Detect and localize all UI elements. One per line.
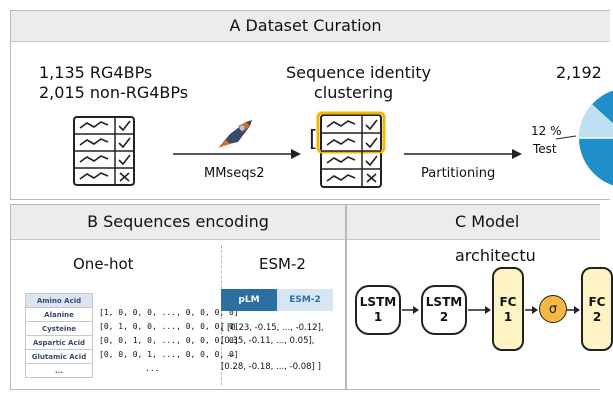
onehot-vectors: [1, 0, 0, 0, ..., 0, 0, 0, 0] [0, 1, 0, … <box>99 306 239 376</box>
table-row: Cysteine <box>25 321 93 336</box>
onehot-title: One-hot <box>73 255 134 273</box>
svg-text:[: [ <box>309 127 318 152</box>
encoding-divider <box>221 245 222 385</box>
block-label: FC <box>588 295 606 309</box>
block-label: LSTM <box>359 295 397 309</box>
embedding-line: [ [0.23, -0.15, ..., -0.12], <box>221 323 324 333</box>
panel-model-architecture: C Model architectu LSTM 1 LSTM 2 FC 1 σ … <box>346 204 613 390</box>
embedding-line: [0.35, -0.11, ..., 0.05], <box>221 336 315 346</box>
vector-line: [0, 1, 0, 0, ..., 0, 0, 0, 0] <box>99 322 239 331</box>
sigma-activation: σ <box>539 295 567 323</box>
embedding-line: [0.28, -0.18, ..., -0.08] ] <box>221 362 321 372</box>
arrow-sigma-fc2 <box>567 306 580 314</box>
lstm-2-block: LSTM 2 <box>421 285 467 335</box>
arrow-fc1-sigma <box>525 306 538 314</box>
esm-title: ESM-2 <box>259 255 306 273</box>
table-row: Alanine <box>25 307 93 322</box>
clustering-label-1: Sequence identity <box>286 63 432 82</box>
block-label: LSTM <box>425 295 463 309</box>
table-cell: Cysteine <box>25 321 93 336</box>
table-cell: Glutamic Acid <box>25 349 93 364</box>
rg4bp-count: 1,135 RG4BPs <box>39 63 153 82</box>
table-cell: Alanine <box>25 307 93 322</box>
clustering-label-2: clustering <box>314 83 394 102</box>
embedding-line: ... <box>227 349 236 359</box>
lstm-1-block: LSTM 1 <box>355 285 401 335</box>
panel-a-title: A Dataset Curation <box>11 11 610 42</box>
table-cell: ... <box>25 363 93 378</box>
partitioning-label: Partitioning <box>421 166 496 181</box>
panel-sequences-encoding: B Sequences encoding One-hot ESM-2 Amino… <box>10 204 346 390</box>
block-label: FC <box>499 295 517 309</box>
arrow-partitioning <box>404 149 522 159</box>
checklist-icon <box>73 116 135 186</box>
arrow-mmseqs <box>173 149 301 159</box>
panel-c-title: C Model architectu <box>347 205 600 265</box>
mmseqs-label: MMseqs2 <box>204 166 265 181</box>
pie-chart-icon <box>578 90 613 186</box>
test-percent: 12 % <box>531 124 562 138</box>
fc-2-block: FC 2 <box>581 267 613 351</box>
vector-line: ... <box>145 364 160 373</box>
vector-line: [0, 0, 1, 0, ..., 0, 0, 0, 0] <box>99 336 239 345</box>
panel-b-title: B Sequences encoding <box>11 205 345 240</box>
esm-embedding: [ [0.23, -0.15, ..., -0.12], [0.35, -0.1… <box>221 322 324 374</box>
table-row: Aspartic Acid <box>25 335 93 350</box>
block-index: 2 <box>439 310 449 324</box>
table-row: Glutamic Acid <box>25 349 93 364</box>
vector-line: [0, 0, 0, 1, ..., 0, 0, 0, 0] <box>99 350 239 359</box>
test-pointer <box>555 135 577 140</box>
panel-dataset-curation: A Dataset Curation 1,135 RG4BPs 2,015 no… <box>10 10 613 200</box>
test-label: Test <box>533 142 557 156</box>
table-row: ... <box>25 363 93 378</box>
plm-badge: pLM <box>221 289 277 311</box>
arrow-lstm1-lstm2 <box>402 306 419 314</box>
table-header-cell: Amino Acid <box>25 293 93 308</box>
rocket-icon <box>218 120 252 148</box>
table-row: Amino Acid <box>25 293 93 308</box>
arrow-lstm2-fc1 <box>468 306 491 314</box>
block-index: 2 <box>592 310 602 324</box>
vector-line: [1, 0, 0, 0, ..., 0, 0, 0, 0] <box>99 308 239 317</box>
non-rg4bp-count: 2,015 non-RG4BPs <box>39 83 189 102</box>
table-cell: Aspartic Acid <box>25 335 93 350</box>
esm-badge: ESM-2 <box>277 289 333 311</box>
amino-acid-table: Amino Acid Alanine Cysteine Aspartic Aci… <box>25 293 93 378</box>
checklist-icon: [ <box>309 111 386 188</box>
block-index: 1 <box>503 310 513 324</box>
block-index: 1 <box>373 310 383 324</box>
fc-1-block: FC 1 <box>492 267 524 351</box>
total-count: 2,192 <box>556 63 602 82</box>
